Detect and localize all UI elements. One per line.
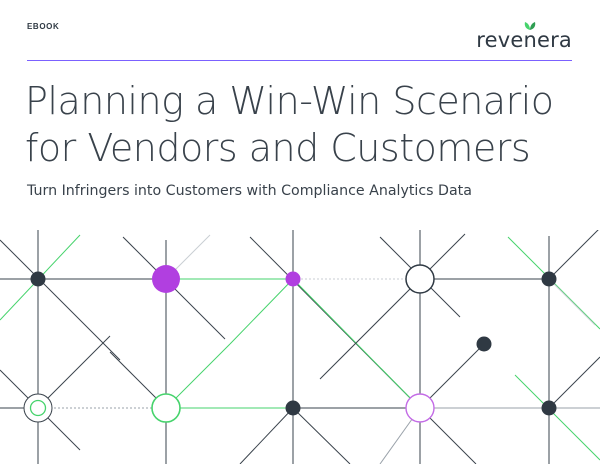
node-ring-purple xyxy=(405,393,435,423)
header-divider xyxy=(27,60,572,61)
title-line-1: Planning a Win-Win Scenario xyxy=(25,79,554,123)
leaf-icon xyxy=(524,22,536,30)
page-subtitle: Turn Infringers into Customers with Comp… xyxy=(27,183,472,199)
node-dark xyxy=(541,271,557,287)
node-ring-green xyxy=(151,393,181,423)
node-dark xyxy=(30,271,46,287)
node-dark xyxy=(476,336,492,352)
node-ring-dark xyxy=(405,264,435,294)
title-line-2: for Vendors and Customers xyxy=(25,126,531,170)
node-dark xyxy=(541,400,557,416)
page-title: Planning a Win-Win Scenario for Vendors … xyxy=(25,78,585,172)
network-illustration xyxy=(0,230,600,464)
node-purple-large xyxy=(152,265,180,293)
logo-text: revenera xyxy=(476,28,572,52)
node-ring-inner-green xyxy=(29,399,47,417)
node-purple-small xyxy=(285,271,301,287)
ebook-label: EBOOK xyxy=(27,22,60,31)
node-dark xyxy=(285,400,301,416)
